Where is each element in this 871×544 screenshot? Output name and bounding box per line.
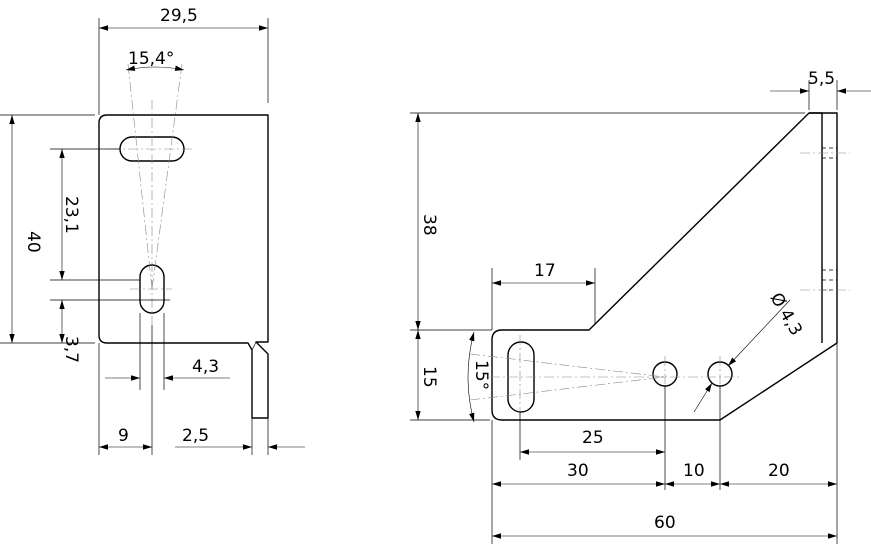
dim-30: 30 — [567, 461, 589, 481]
dim-slot-spacing: 23,1 — [61, 196, 81, 234]
dim-hole-diameter: Ø 4,3 — [766, 290, 806, 340]
dim-top-width: 17 — [534, 261, 556, 281]
dim-20: 20 — [768, 461, 790, 481]
dim-angle-front: 15° — [471, 360, 491, 390]
dim-angle-side: 15,4° — [128, 49, 174, 69]
dim-25: 25 — [582, 428, 604, 448]
dim-width-total: 29,5 — [160, 6, 198, 26]
side-view: 29,5 15,4° 40 23,1 3,7 4,3 9 2,5 — [0, 6, 305, 455]
front-view-outline — [491, 112, 838, 421]
front-view: 5,5 38 17 15 15° Ø 4,3 25 30 10 20 60 — [410, 69, 871, 544]
dim-height-total: 40 — [23, 231, 43, 253]
dim-length-total: 60 — [654, 513, 676, 533]
side-view-outline — [98, 114, 269, 419]
dim-height-lower: 15 — [419, 366, 439, 388]
dim-10: 10 — [683, 461, 705, 481]
dim-slot-x: 9 — [118, 426, 129, 446]
dim-thickness: 2,5 — [182, 426, 209, 446]
dim-bottom-offset: 3,7 — [61, 336, 81, 363]
dim-flange: 5,5 — [808, 69, 835, 89]
dim-slot-width: 4,3 — [192, 357, 219, 377]
dim-height-upper: 38 — [419, 214, 439, 236]
